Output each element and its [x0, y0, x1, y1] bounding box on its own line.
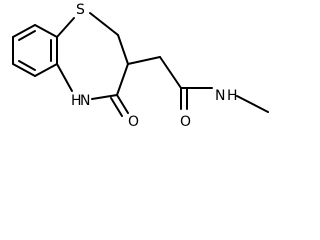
bond-ch2-ch [117, 34, 129, 65]
chemical-structure-diagram: S H N O O N H [12, 2, 269, 130]
bond-ch-co [116, 63, 129, 96]
bond-benzene-4 [34, 63, 58, 77]
bond-benzene-5 [12, 63, 36, 77]
bond-benzene-inner-1 [18, 30, 36, 41]
bond-ring-carbonyl-1 [116, 94, 129, 114]
atom-labels: S H N O O N H [71, 2, 238, 130]
bond-c-s [56, 17, 75, 38]
bonds [12, 12, 269, 117]
atom-amide-h-label: H [227, 88, 238, 104]
bond-ch2-amide-c [159, 56, 182, 89]
bond-benzene-inner-3 [18, 60, 36, 71]
atom-sulfur-label: S [76, 2, 85, 18]
bond-ring-carbonyl-2 [110, 97, 123, 117]
bond-ch-ch2-side [127, 56, 161, 65]
atom-ring-oxygen-label: O [128, 114, 139, 130]
bond-s-ch2 [89, 12, 119, 36]
atom-nh-h-label: H [71, 93, 82, 109]
bond-benzene-2 [34, 24, 58, 38]
atom-amide-n-label: N [215, 88, 225, 104]
bond-co-n [91, 94, 118, 100]
bond-n-methyl [236, 95, 269, 113]
atom-amide-oxygen-label: O [180, 114, 191, 130]
bond-benzene-1 [12, 24, 36, 38]
bond-n-c [56, 63, 73, 92]
atom-nh-n-label: N [80, 93, 90, 109]
